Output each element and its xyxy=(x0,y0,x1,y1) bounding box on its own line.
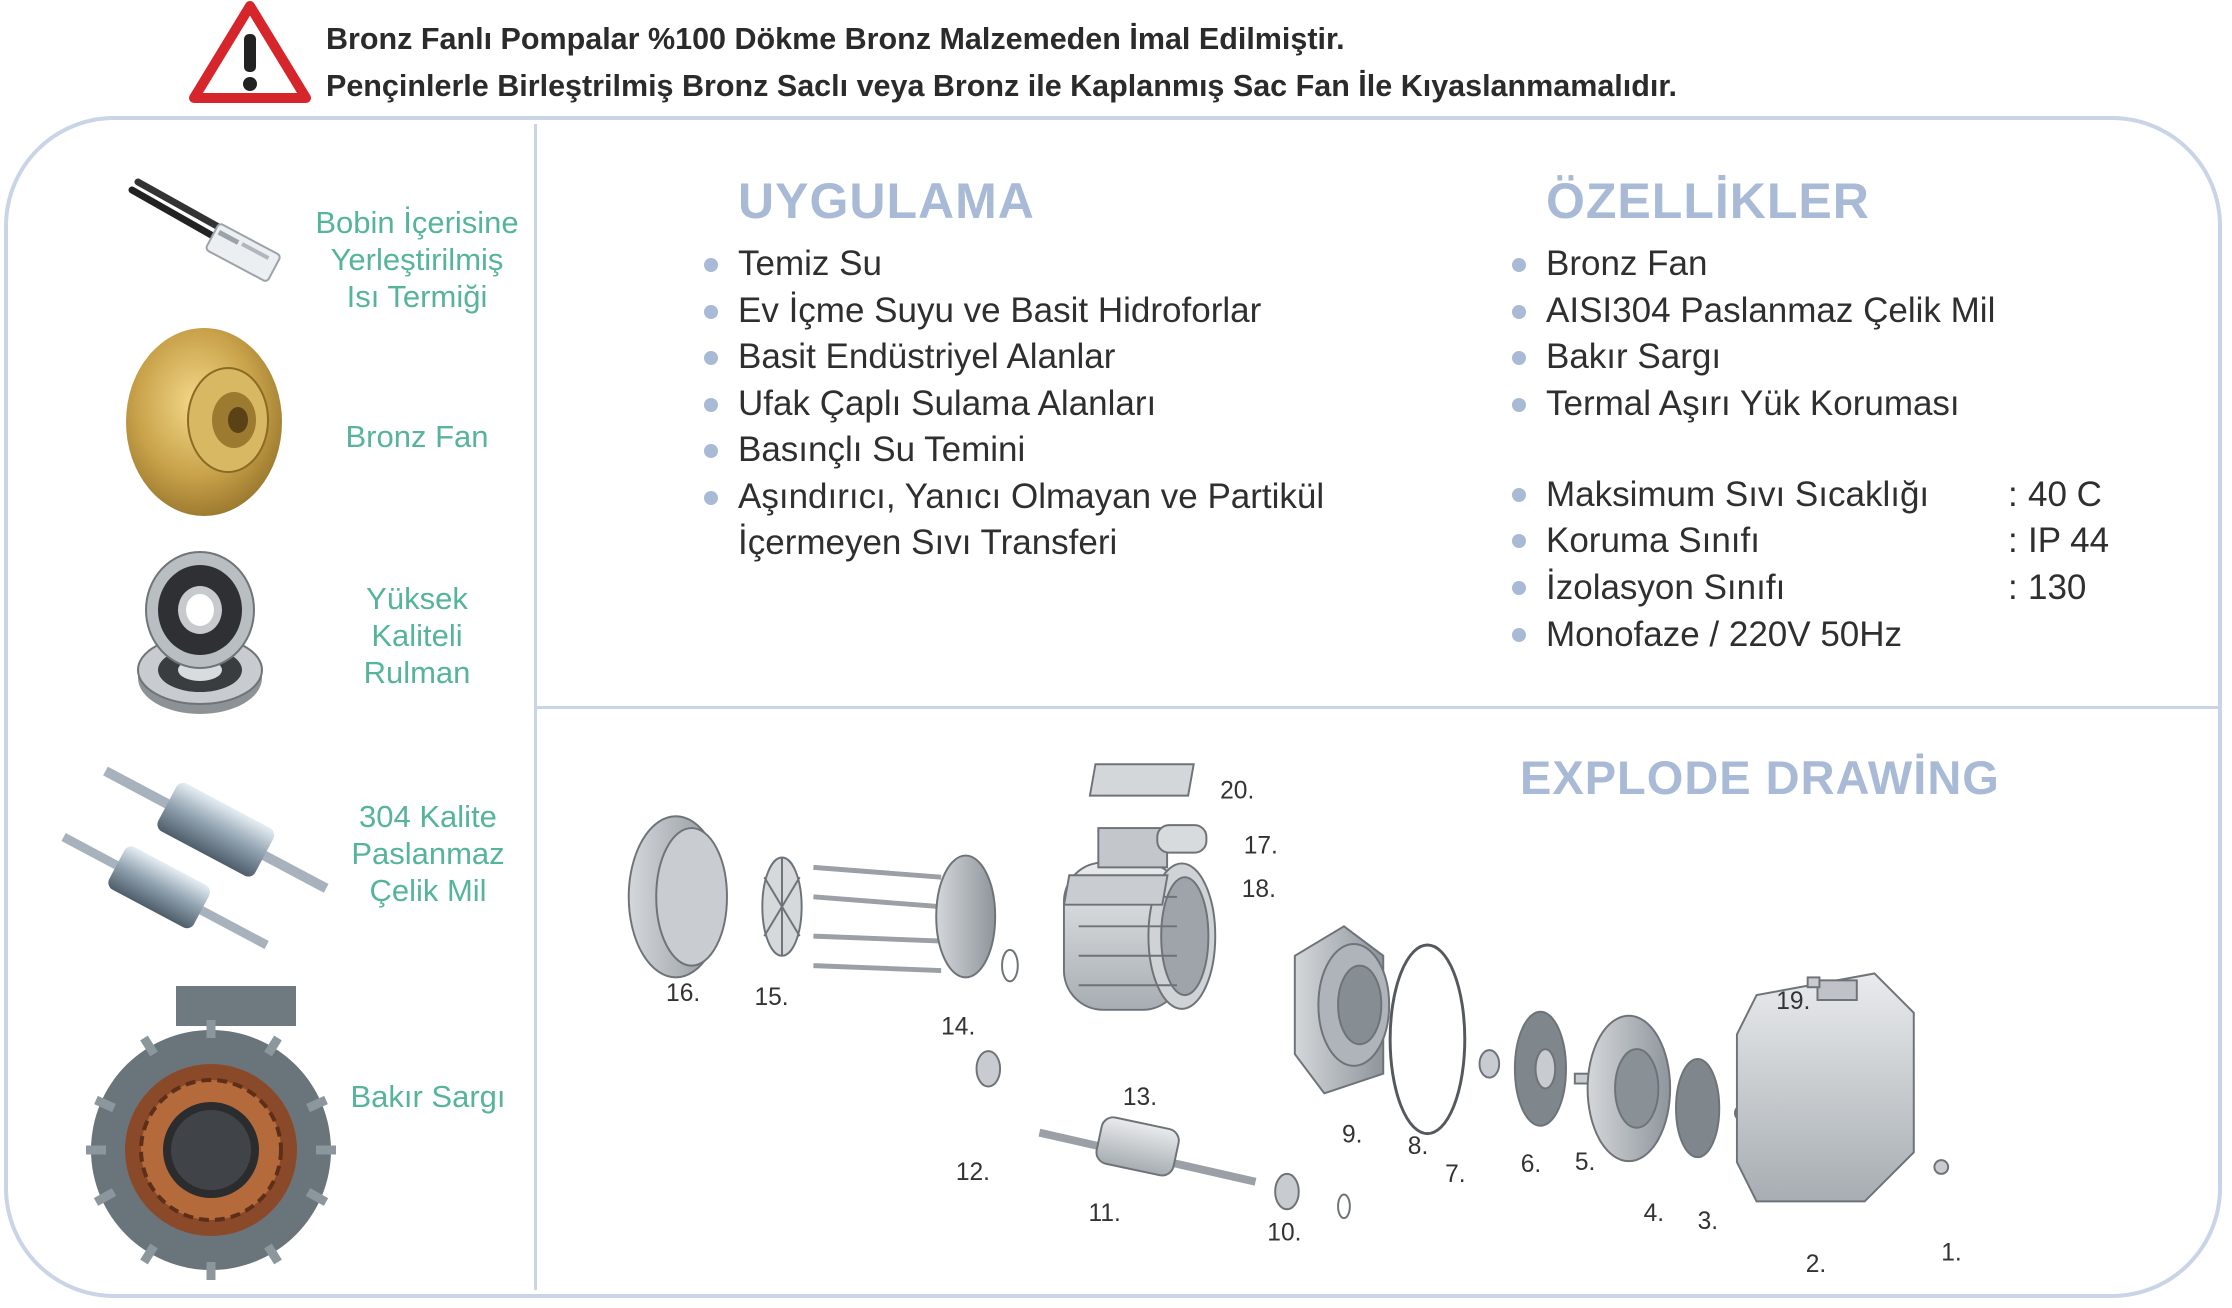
spec-label: Maksimum Sıvı Sıcaklığı xyxy=(1546,475,1930,514)
part-label: 18. xyxy=(1242,876,1276,903)
bronze-impeller-image xyxy=(126,328,282,516)
stainless-shaft-image xyxy=(61,766,329,949)
spec-value: 130 xyxy=(2028,568,2087,607)
part-label: 6. xyxy=(1521,1151,1541,1178)
part-label: 20. xyxy=(1220,778,1254,805)
part-bearing-front xyxy=(1274,1172,1300,1211)
part-rotor-shaft xyxy=(1038,1116,1257,1186)
part-label: 2. xyxy=(1806,1251,1826,1278)
part-drain-plug xyxy=(1933,1159,1950,1175)
copper-winding-image xyxy=(86,986,336,1280)
part-label: 3. xyxy=(1698,1208,1718,1235)
part-label: 8. xyxy=(1408,1133,1428,1160)
part-label: 13. xyxy=(1123,1084,1157,1111)
part-label: 19. xyxy=(1776,988,1810,1015)
part-o-ring xyxy=(1388,943,1467,1136)
spec-value: 40 C xyxy=(2028,475,2102,514)
part-label: 10. xyxy=(1267,1220,1301,1247)
part-labels: 1. 2. 3. 4. 5. 6. 7. 8. 9. 10. 11. 12. 1… xyxy=(666,778,1962,1279)
part-pump-bracket xyxy=(1293,925,1391,1095)
part-mechanical-seal xyxy=(1478,1049,1501,1079)
part-plug xyxy=(1806,976,1821,989)
feature-label-winding: Bakır Sargı xyxy=(350,1079,506,1114)
part-label: 11. xyxy=(1089,1200,1121,1227)
part-bearing-rear xyxy=(975,1050,1002,1088)
part-label: 9. xyxy=(1342,1121,1362,1148)
list-item: Termal Aşırı Yük Koruması xyxy=(1512,381,2152,428)
ball-bearing-image xyxy=(137,551,263,714)
list-item: Temiz Su xyxy=(704,241,1424,288)
part-label: 4. xyxy=(1644,1200,1664,1227)
part-label: 14. xyxy=(941,1013,975,1040)
spec-label: Monofaze / 220V 50Hz xyxy=(1546,615,1903,654)
part-label: 1. xyxy=(1941,1239,1961,1266)
part-label: 5. xyxy=(1575,1149,1595,1176)
part-nut xyxy=(1573,1072,1590,1085)
spec-label: İzolasyon Sınıfı xyxy=(1546,568,1786,607)
part-fan xyxy=(761,856,803,957)
list-item: Ev İçme Suyu ve Basit Hidroforlar xyxy=(704,288,1424,335)
list-item: Bronz Fan xyxy=(1512,241,2152,288)
part-pump-body xyxy=(1735,972,1915,1203)
part-terminal-lid xyxy=(1088,763,1195,797)
list-item: Aşındırıcı, Yanıcı Olmayan ve Partikül İ… xyxy=(704,474,1424,567)
spec-separator: : xyxy=(2008,475,2018,514)
spec-separator: : xyxy=(2008,521,2018,560)
list-item: Ufak Çaplı Sulama Alanları xyxy=(704,381,1424,428)
spec-value: IP 44 xyxy=(2028,521,2110,560)
part-label: 12. xyxy=(956,1159,990,1186)
thermal-sensor-image xyxy=(128,178,281,282)
list-item: AISI304 Paslanmaz Çelik Mil xyxy=(1512,288,2152,335)
part-impeller-2 xyxy=(1675,1057,1721,1159)
part-label: 15. xyxy=(754,984,788,1011)
part-label: 16. xyxy=(666,980,700,1007)
explode-drawing: 1. 2. 3. 4. 5. 6. 7. 8. 9. 10. 11. 12. 1… xyxy=(627,763,1962,1279)
part-terminal-box xyxy=(1062,874,1169,906)
warning-line-1: Bronz Fanlı Pompalar %100 Dökme Bronz Ma… xyxy=(326,22,1345,56)
explode-title: EXPLODE DRAWİNG xyxy=(1520,751,2000,804)
warning-triangle-icon xyxy=(189,1,311,103)
ozellikler-title: ÖZELLİKLER xyxy=(1546,173,1870,229)
warning-line-2: Pençinlerle Birleştrilmiş Bronz Saclı ve… xyxy=(326,69,1678,103)
vertical-divider xyxy=(534,124,537,1290)
part-capacitor xyxy=(1156,824,1208,854)
uygulama-list: Temiz Su Ev İçme Suyu ve Basit Hidroforl… xyxy=(704,241,1424,567)
list-item: Basit Endüstriyel Alanlar xyxy=(704,334,1424,381)
feature-label-bronze-fan: Bronz Fan xyxy=(345,419,489,454)
part-end-shield xyxy=(935,854,997,979)
part-motor-body xyxy=(1062,827,1217,1011)
uygulama-title: UYGULAMA xyxy=(738,173,1035,229)
ozellikler-list: Bronz Fan AISI304 Paslanmaz Çelik Mil Ba… xyxy=(1512,241,2152,427)
list-item: Basınçlı Su Temini xyxy=(704,427,1424,474)
part-label: 7. xyxy=(1445,1161,1465,1188)
spec-separator: : xyxy=(2008,568,2018,607)
part-label: 17. xyxy=(1244,833,1278,860)
spec-label: Koruma Sınıfı xyxy=(1546,521,1760,560)
list-item: Bakır Sargı xyxy=(1512,334,2152,381)
horizontal-divider xyxy=(537,706,2218,709)
